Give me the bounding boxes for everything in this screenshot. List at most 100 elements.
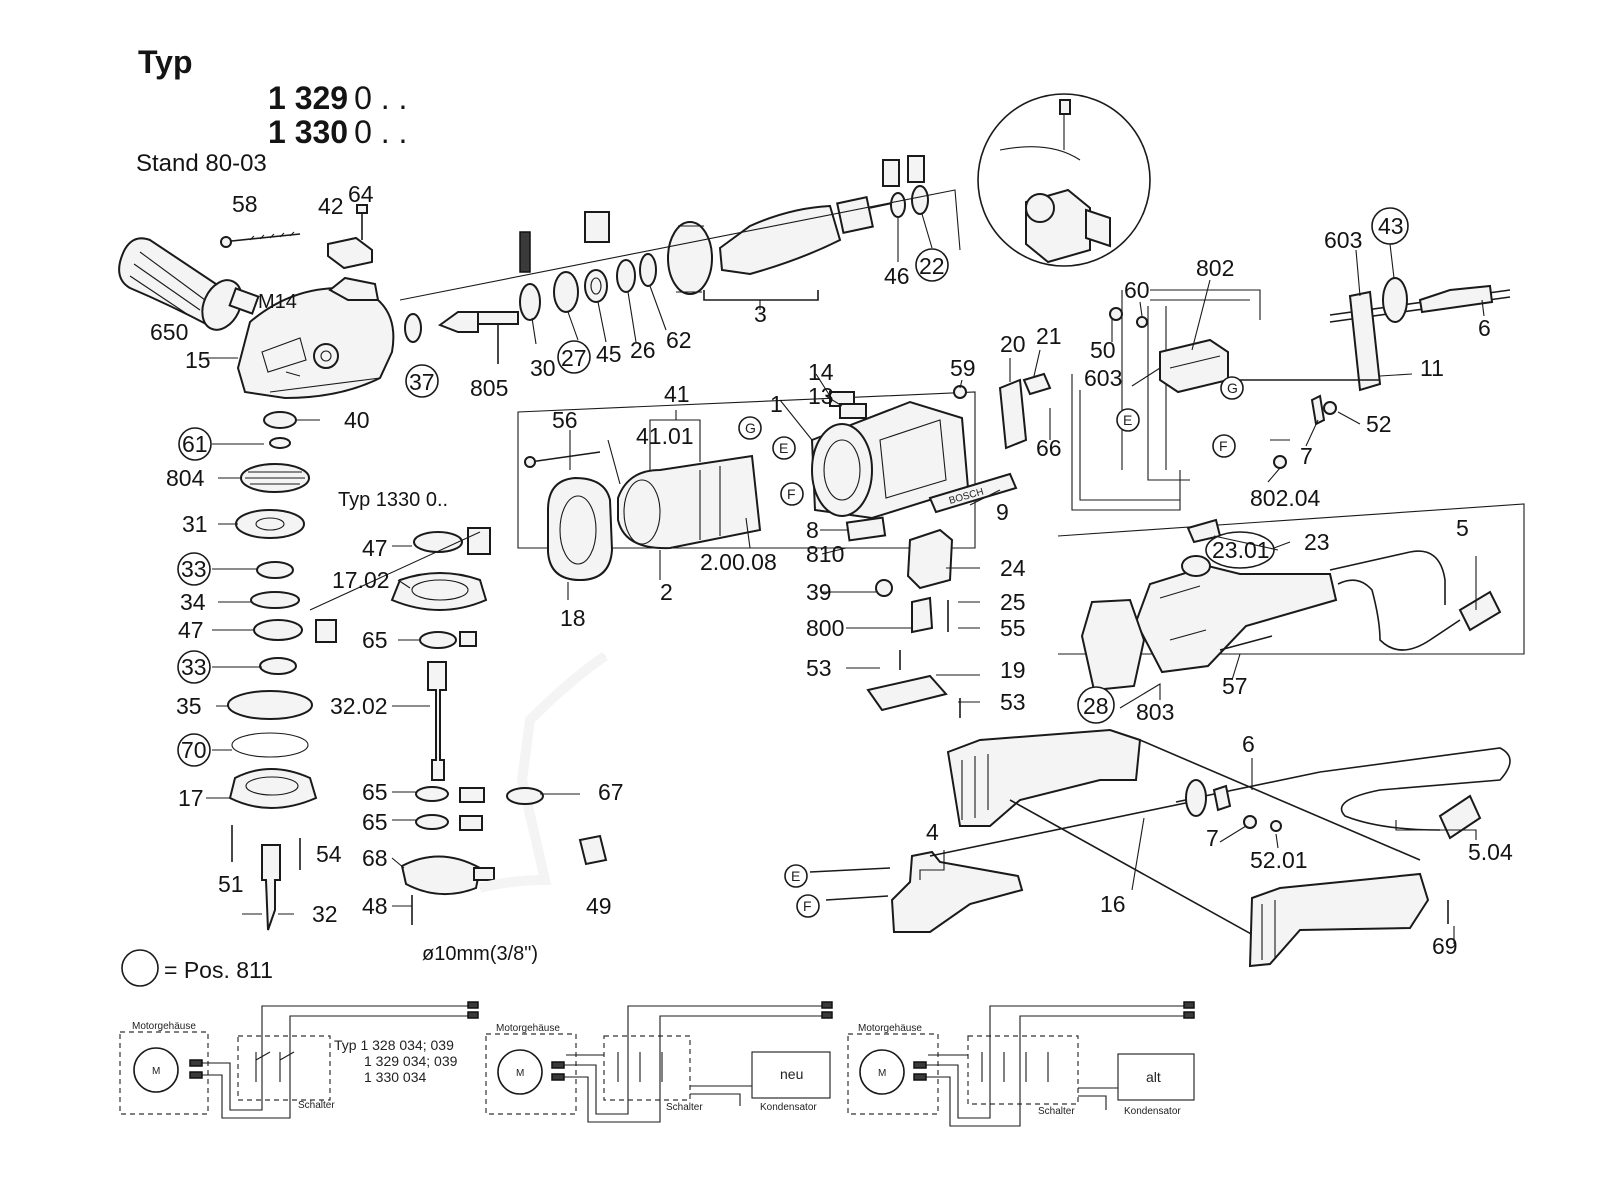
bearing-mark-2	[584, 211, 610, 243]
label-7a: 7	[1300, 443, 1313, 469]
switch-label-1: Schalter	[298, 1100, 335, 1111]
label-23: 23	[1304, 529, 1330, 555]
label-11: 11	[1420, 355, 1444, 381]
type-line-1: Typ 1 328 034; 039	[334, 1037, 454, 1053]
label-51: 51	[218, 871, 244, 897]
label-650: 650	[150, 319, 188, 345]
label-69: 69	[1432, 933, 1458, 959]
screw-58	[220, 231, 301, 248]
label-3: 3	[754, 301, 767, 327]
label-62: 62	[666, 327, 692, 353]
label-30: 30	[530, 355, 556, 381]
label-55: 55	[1000, 615, 1026, 641]
label-53a: 53	[806, 655, 832, 681]
type-heading: Typ	[138, 44, 193, 80]
wiring-diagram-2	[485, 1001, 833, 1123]
label-9: 9	[996, 499, 1009, 525]
revision-stand: Stand 80-03	[136, 150, 267, 177]
label-54: 54	[316, 841, 342, 867]
label-23-01: 23.01	[1212, 537, 1270, 563]
cable-5	[1329, 550, 1502, 651]
label-32: 32	[312, 901, 338, 927]
label-32-02: 32.02	[330, 693, 388, 719]
motor-housing-label-2: Motorgehäuse	[496, 1023, 560, 1034]
label-4: 4	[926, 819, 939, 845]
legend-text: = Pos. 811	[164, 957, 273, 983]
label-5: 5	[1456, 515, 1469, 541]
label-810: 810	[806, 541, 844, 567]
label-m14: M14	[258, 291, 297, 313]
label-17-02: 17.02	[332, 567, 390, 593]
cable-6-5-04	[1175, 747, 1511, 924]
extraction-pipe-67	[478, 651, 608, 893]
label-45: 45	[596, 341, 622, 367]
label-5-04: 5.04	[1468, 839, 1513, 865]
switch-label-2: Schalter	[666, 1102, 703, 1113]
label-49: 49	[586, 893, 612, 919]
label-42: 42	[318, 193, 344, 219]
wire-g-1: G	[1227, 380, 1238, 396]
handle-803	[1080, 518, 1338, 692]
label-15: 15	[185, 347, 211, 373]
cable-loop-603	[1071, 374, 1181, 511]
label-802-04: 802.04	[1250, 485, 1321, 511]
part-labels: 58 42 64 650 M14 15 37 805 30 27 45 26 6…	[150, 181, 1513, 965]
type-suffix: 0 . .	[354, 114, 408, 150]
label-20: 20	[1000, 331, 1026, 357]
label-52: 52	[1366, 411, 1392, 437]
label-50: 50	[1090, 337, 1116, 363]
brush-21	[1022, 372, 1052, 396]
label-22: 22	[919, 253, 945, 279]
label-804: 804	[166, 465, 205, 491]
bearing-mark-3	[882, 159, 900, 187]
screw-64	[356, 204, 368, 240]
label-19: 19	[1000, 657, 1026, 683]
label-41-01: 41.01	[636, 423, 694, 449]
plate-13	[839, 403, 867, 419]
label-66: 66	[1036, 435, 1062, 461]
label-17: 17	[178, 785, 204, 811]
label-65c: 65	[362, 809, 388, 835]
inset-detail	[977, 93, 1151, 267]
label-800: 800	[806, 615, 844, 641]
motor-symbol-1: M	[152, 1066, 160, 1077]
label-64: 64	[348, 181, 374, 207]
motor-symbol-3: M	[878, 1068, 886, 1079]
label-25: 25	[1000, 589, 1026, 615]
label-27: 27	[561, 345, 587, 371]
nameplate-9	[928, 472, 1018, 514]
ring-18	[547, 476, 614, 582]
label-68: 68	[362, 845, 388, 871]
label-65b: 65	[362, 779, 388, 805]
label-61: 61	[182, 431, 208, 457]
wire-g-2: G	[745, 420, 756, 436]
label-31: 31	[182, 511, 208, 537]
wire-f-2: F	[787, 486, 796, 502]
label-56: 56	[552, 407, 578, 433]
label-53b: 53	[1000, 689, 1026, 715]
bearings-30-27-45-26-62	[519, 253, 657, 321]
label-2-00-08: 2.00.08	[700, 549, 777, 575]
label-47a: 47	[178, 617, 204, 643]
type-suffix: 0 . .	[354, 80, 408, 116]
capacitor-label-3: Kondensator	[1124, 1106, 1181, 1117]
label-603a: 603	[1324, 227, 1362, 253]
label-805: 805	[470, 375, 508, 401]
wire-e-1: E	[1123, 412, 1132, 428]
handle-650	[118, 237, 260, 331]
label-40: 40	[344, 407, 370, 433]
type-number: 1 329	[268, 80, 349, 116]
label-37: 37	[409, 369, 435, 395]
capacitor-old: alt	[1146, 1069, 1161, 1085]
label-28: 28	[1083, 693, 1109, 719]
washer-37	[404, 313, 422, 343]
wire-f-1: F	[1219, 438, 1228, 454]
label-52-01: 52.01	[1250, 847, 1308, 873]
spindle-805	[437, 311, 519, 364]
label-39: 39	[806, 579, 832, 605]
left-column-stack	[227, 411, 318, 931]
label-57: 57	[1222, 673, 1248, 699]
bearing-mark-4	[907, 155, 925, 183]
